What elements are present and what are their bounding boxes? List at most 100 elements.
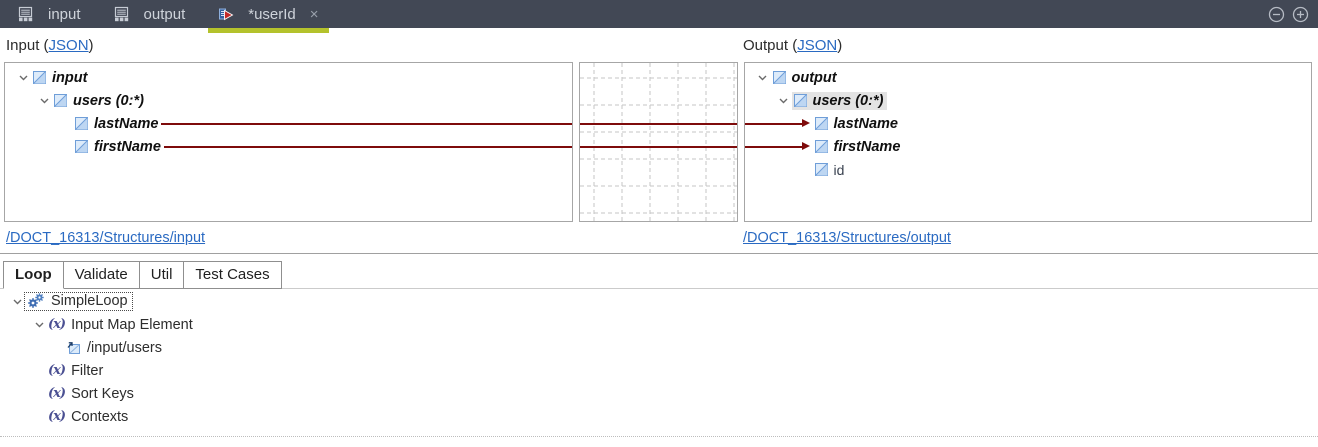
output-tree-panel[interactable]: output users (0:*) lastName firstName id: [743, 62, 1312, 222]
field-label: users (0:*): [73, 92, 144, 109]
chevron-down-icon[interactable]: [753, 75, 773, 81]
function-icon: (x): [48, 386, 66, 401]
input-header-close: ): [88, 37, 94, 54]
input-tree-row[interactable]: input: [5, 66, 572, 89]
field-icon: [772, 71, 786, 84]
input-header-text: Input (: [6, 37, 49, 54]
field-label: id: [833, 161, 845, 178]
field-icon: [54, 94, 67, 107]
structure-links: /DOCT_16313/Structures/input /DOCT_16313…: [0, 222, 1318, 253]
field-label: firstName: [833, 138, 901, 155]
structure-icon: [18, 6, 35, 22]
input-tree-row[interactable]: firstName: [5, 135, 572, 158]
loop-tree-row-contexts[interactable]: (x)Contexts: [0, 405, 1318, 428]
mapping-line[interactable]: [161, 122, 572, 125]
chevron-down-icon[interactable]: [774, 98, 794, 104]
bottom-divider: [0, 436, 1318, 437]
output-tree-row[interactable]: users (0:*): [745, 89, 1312, 112]
mapping-arrow-line[interactable]: [744, 122, 802, 125]
output-tree-row[interactable]: output: [745, 66, 1312, 89]
tab-testcases[interactable]: Test Cases: [183, 261, 282, 289]
function-icon: (x): [48, 409, 66, 424]
field-icon: [814, 117, 828, 130]
gears-icon: [27, 293, 45, 309]
field-icon: [75, 117, 88, 130]
loop-config-tree: SimpleLoop (x) Input Map Element/input/use…: [0, 289, 1318, 428]
horizontal-sash[interactable]: [0, 253, 1318, 254]
tab-loop[interactable]: Loop: [3, 261, 64, 289]
mapping-arrow-head: [801, 142, 810, 150]
mapping-line[interactable]: [579, 145, 737, 148]
editor-tab-input[interactable]: input: [8, 0, 91, 28]
canvas-grid: [579, 63, 737, 221]
collapse-button[interactable]: [1268, 6, 1285, 23]
output-tree-row[interactable]: id: [745, 158, 1312, 181]
loop-tree-row-simpleloop[interactable]: SimpleLoop: [0, 290, 1318, 313]
mapping-canvas[interactable]: [578, 62, 738, 222]
input-structure-link[interactable]: /DOCT_16313/Structures/input: [6, 230, 206, 246]
input-tree-row[interactable]: lastName: [5, 112, 572, 135]
field-ref-icon: [66, 341, 81, 355]
close-icon[interactable]: ×: [309, 5, 319, 23]
tab-label: input: [48, 5, 81, 23]
loop-tree-row-inputusers[interactable]: /input/users: [0, 336, 1318, 359]
editor-tab-userid[interactable]: *userId ×: [208, 0, 329, 33]
active-tab-underline: [208, 28, 329, 33]
input-json-link[interactable]: JSON: [48, 37, 89, 54]
node-label: Filter: [71, 362, 104, 379]
loop-tree-row-filter[interactable]: (x) Filter: [0, 359, 1318, 382]
field-icon: [33, 71, 46, 84]
mapping-arrow-head: [801, 119, 810, 127]
mapping-line[interactable]: [579, 122, 737, 125]
input-header: Input (JSON): [6, 37, 94, 54]
chevron-down-icon[interactable]: [34, 98, 54, 104]
field-label: lastName: [833, 115, 898, 132]
node-label: Sort Keys: [71, 385, 134, 402]
tab-util[interactable]: Util: [138, 261, 185, 289]
output-tree-row[interactable]: firstName: [745, 135, 1312, 158]
tab-validate[interactable]: Validate: [62, 261, 140, 289]
loop-tree-row-inputmapelement[interactable]: (x) Input Map Element: [0, 313, 1318, 336]
mapping-icon: [218, 7, 235, 22]
node-label: Input Map Element: [71, 316, 193, 333]
output-tree-row[interactable]: lastName: [745, 112, 1312, 135]
field-label: users (0:*): [812, 92, 884, 109]
structure-icon: [114, 6, 131, 22]
tab-label: *userId: [248, 5, 296, 23]
output-header: Output (JSON): [743, 37, 842, 54]
output-header-text: Output (: [743, 37, 798, 54]
tab-label: output: [143, 5, 186, 23]
function-icon: (x): [48, 317, 66, 332]
field-icon: [814, 140, 828, 153]
mapping-line[interactable]: [163, 145, 572, 148]
loop-tree-row-sortkeys[interactable]: (x) Sort Keys: [0, 382, 1318, 405]
field-label: output: [791, 69, 837, 86]
field-icon: [814, 163, 828, 176]
chevron-down-icon[interactable]: [30, 322, 48, 328]
node-label: SimpleLoop: [51, 293, 128, 309]
output-header-close: ): [837, 37, 843, 54]
input-tree-row[interactable]: users (0:*): [5, 89, 572, 112]
tab-label: Util: [150, 266, 173, 283]
editor-tab-output[interactable]: output: [104, 0, 196, 28]
function-icon: (x): [48, 363, 66, 378]
tab-label: Loop: [15, 266, 52, 283]
editor-tab-bar: input output *userId ×: [0, 0, 1318, 33]
output-structure-link[interactable]: /DOCT_16313/Structures/output: [743, 230, 951, 246]
field-label: input: [52, 69, 88, 86]
expand-button[interactable]: [1292, 6, 1309, 23]
tab-label: Validate: [74, 266, 128, 283]
focused-node-outline: SimpleLoop: [24, 292, 133, 311]
output-json-link[interactable]: JSON: [797, 37, 838, 54]
mapper-headers: Input (JSON) Output (JSON): [0, 28, 1318, 62]
view-controls: [1268, 6, 1318, 23]
bottom-tab-bar: Loop Validate Util Test Cases: [0, 261, 1318, 289]
selected-row-highlight: users (0:*): [791, 91, 888, 110]
mapping-arrow-line[interactable]: [744, 145, 802, 148]
chevron-down-icon[interactable]: [8, 299, 26, 305]
node-label: /input/users: [87, 339, 162, 356]
chevron-down-icon[interactable]: [13, 75, 33, 81]
field-icon: [793, 94, 807, 107]
